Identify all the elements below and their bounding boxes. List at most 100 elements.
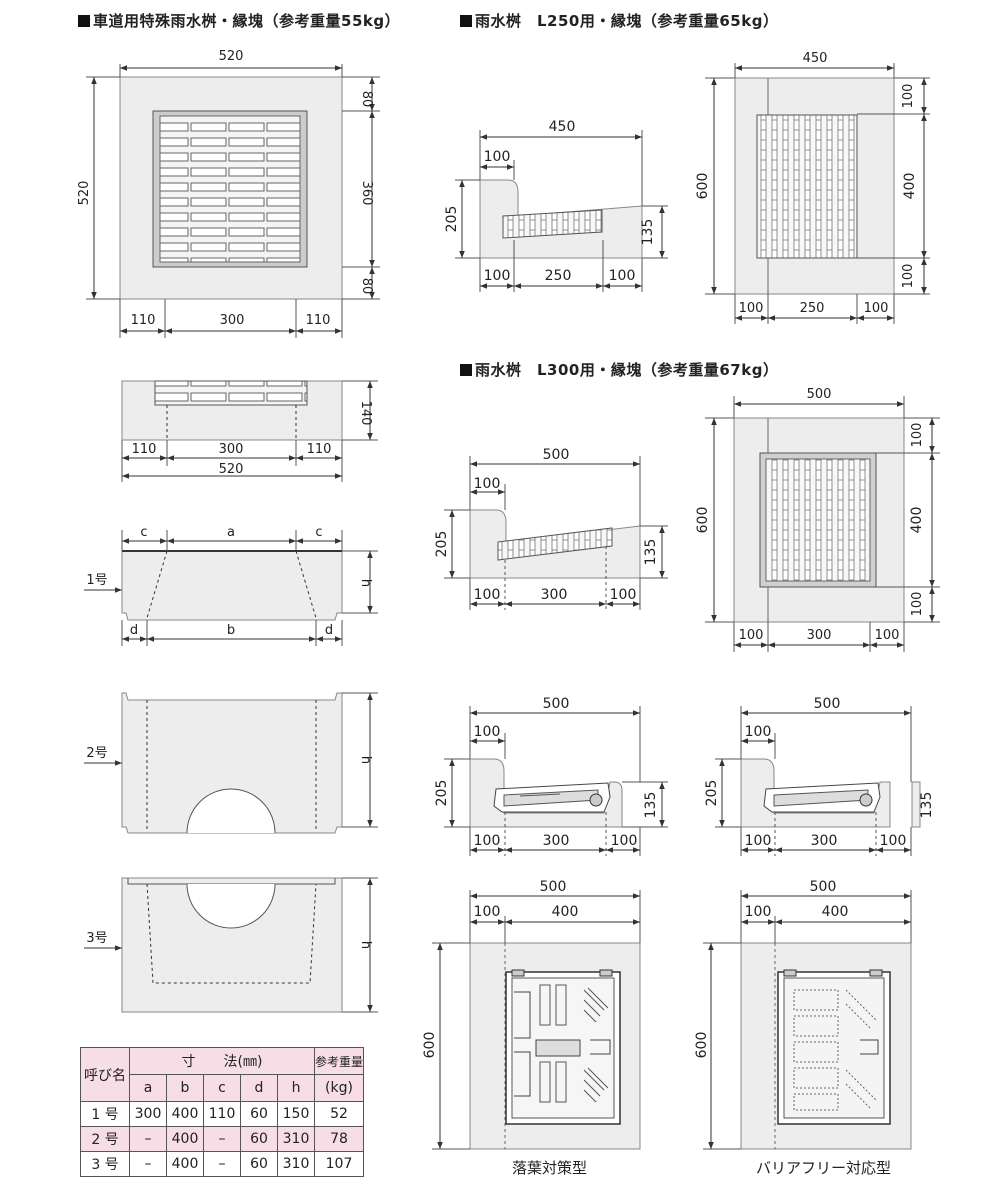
table-row: 2 号 – 400 – 60 310 78 (80, 1126, 364, 1152)
title-l300-basin: 雨水桝 L300用・縁塊（参考重量67kg） (460, 359, 778, 380)
body-no2 (84, 692, 378, 834)
cell-d: 60 (240, 1126, 278, 1152)
l300-dim-135: 135 (643, 539, 659, 566)
l250-dim-450: 450 (549, 119, 576, 135)
l250-dim-205: 205 (444, 206, 460, 233)
label-no1: 1号 (86, 573, 107, 588)
dim-360: 360 (359, 181, 374, 206)
l250-dim-100-b: 100 (609, 268, 636, 284)
bfp-dim-100: 100 (745, 904, 772, 920)
plan-view-special (86, 64, 380, 338)
leaf-dim-100-a: 100 (474, 833, 501, 849)
spec-table: 呼び名 寸 法(㎜) 参考重量 a b c d h (kg) 1 号 300 4… (80, 1047, 364, 1177)
l300-dim-100-b: 100 (610, 587, 637, 603)
leafp-dim-500: 500 (540, 879, 567, 895)
bf-dim-135: 135 (919, 792, 935, 819)
leaf-dim-500: 500 (543, 696, 570, 712)
caption-leaf-type: 落葉対策型 (512, 1159, 588, 1177)
bfp-dim-400: 400 (822, 904, 849, 920)
leaf-dim-100-top: 100 (474, 724, 501, 740)
cell-c: – (203, 1126, 241, 1152)
dimension-labels-right: 450 100 205 135 100 250 100 450 600 100 … (422, 51, 935, 1058)
leaf-dim-300: 300 (543, 833, 570, 849)
l300-dim-205: 205 (434, 531, 450, 558)
bfp-dim-600: 600 (694, 1032, 710, 1059)
plan-view-barrier-free (703, 890, 912, 1150)
dim-110-right: 110 (306, 313, 331, 328)
bf-dim-100-top: 100 (745, 724, 772, 740)
bullet-square-icon (460, 364, 472, 376)
weight-unit: (kg) (314, 1074, 364, 1102)
table-header-subrow: a b c d h (kg) (81, 1074, 364, 1102)
l250-dim-100-a: 100 (484, 268, 511, 284)
cell-h: 310 (277, 1151, 315, 1177)
bf-dim-205: 205 (704, 780, 720, 807)
row-name: 1 号 (80, 1101, 130, 1127)
l250p-dim-100-top: 100 (901, 84, 916, 109)
table-row: 3 号 – 400 – 60 310 107 (80, 1151, 364, 1177)
title-special-basin: 車道用特殊雨水桝・縁塊（参考重量55kg） (78, 10, 400, 31)
plan-view-l300 (705, 396, 940, 652)
cell-weight: 52 (314, 1101, 364, 1127)
leafp-dim-100: 100 (474, 904, 501, 920)
bfp-dim-500: 500 (810, 879, 837, 895)
bf-dim-300: 300 (811, 833, 838, 849)
l300p-dim-100-a: 100 (739, 628, 764, 643)
header-dimensions: 寸 法(㎜) (129, 1047, 315, 1075)
l300p-dim-300: 300 (807, 628, 832, 643)
leaf-dim-100-b: 100 (611, 833, 638, 849)
dim-110-b: 110 (307, 442, 332, 457)
dim-110-a: 110 (132, 442, 157, 457)
row-name: 2 号 (80, 1126, 130, 1152)
l250p-dim-100-b: 100 (864, 301, 889, 316)
title-l250-basin: 雨水桝 L250用・縁塊（参考重量65kg） (460, 10, 778, 31)
col-a: a (129, 1074, 167, 1102)
cell-a: – (129, 1126, 167, 1152)
l250p-dim-600: 600 (695, 173, 711, 200)
l250-dim-250: 250 (545, 268, 572, 284)
cell-c: 110 (203, 1101, 241, 1127)
l300-dim-100-top: 100 (474, 476, 501, 492)
label-h-1: h (358, 579, 373, 587)
cell-h: 310 (277, 1126, 315, 1152)
table-header-row: 呼び名 寸 法(㎜) 参考重量 (80, 1047, 364, 1102)
dimension-labels: 520 520 80 360 80 110 300 110 140 110 30… (77, 49, 374, 949)
dim-110-left: 110 (131, 313, 156, 328)
l300p-dim-400: 400 (909, 507, 925, 534)
l300p-dim-500: 500 (807, 387, 832, 402)
leafp-dim-600: 600 (422, 1032, 438, 1059)
label-no2: 2号 (86, 746, 107, 761)
col-c: c (203, 1074, 241, 1102)
dim-80-top: 80 (359, 91, 374, 108)
label-h-3: h (358, 941, 373, 949)
body-no1 (84, 530, 378, 646)
l300p-dim-600: 600 (695, 507, 711, 534)
plan-view-leaf-type (432, 890, 641, 1150)
body-no3 (84, 877, 378, 1013)
dim-520-top: 520 (219, 49, 244, 64)
l300-dim-500: 500 (543, 447, 570, 463)
l250-dim-135: 135 (640, 219, 656, 246)
section-view-leaf-type (444, 706, 668, 856)
l300-dim-100-a: 100 (474, 587, 501, 603)
bf-dim-500: 500 (814, 696, 841, 712)
l250p-dim-100-a: 100 (739, 301, 764, 316)
dim-300-a: 300 (219, 442, 244, 457)
col-b: b (166, 1074, 204, 1102)
l250-dim-100-top: 100 (484, 149, 511, 165)
dim-520-side: 520 (77, 181, 92, 206)
cell-weight: 78 (314, 1126, 364, 1152)
l300p-dim-100-b: 100 (875, 628, 900, 643)
caption-barrier-free: バリアフリー対応型 (756, 1159, 892, 1177)
section-view-l250 (455, 130, 668, 292)
bullet-square-icon (460, 15, 472, 27)
cell-weight: 107 (314, 1151, 364, 1177)
section-view-l300 (444, 456, 668, 610)
header-weight: 参考重量 (314, 1047, 364, 1075)
cell-b: 400 (166, 1151, 204, 1177)
l250p-dim-400: 400 (902, 173, 918, 200)
l250p-dim-100-bottom: 100 (901, 264, 916, 289)
l250p-dim-250: 250 (800, 301, 825, 316)
cell-d: 60 (240, 1101, 278, 1127)
section-view-barrier-free (715, 706, 921, 856)
